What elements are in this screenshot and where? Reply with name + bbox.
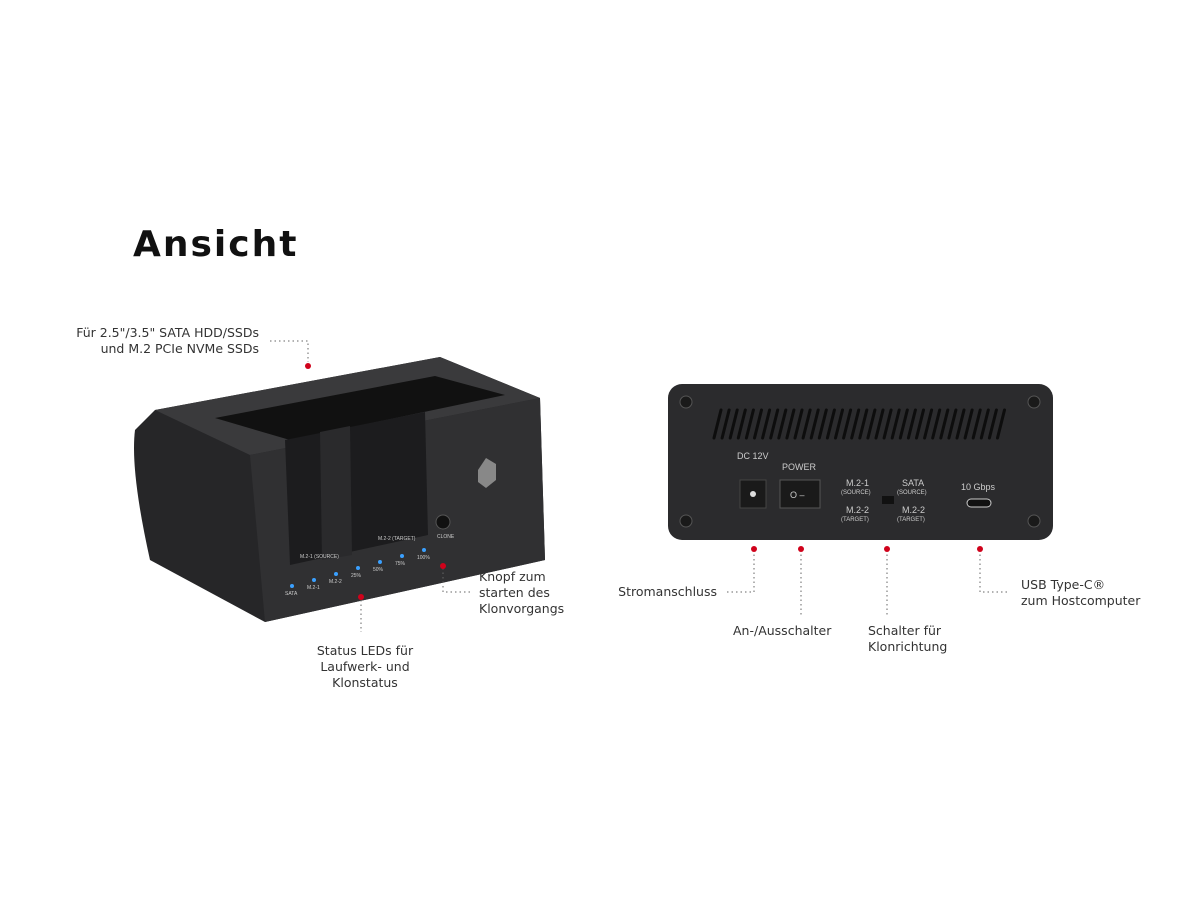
callout-dot (798, 546, 804, 552)
callout-leds: Status LEDs für Laufwerk- und Klonstatus (316, 643, 414, 690)
clone-button-label: CLONE (437, 534, 455, 540)
vent-slot (817, 408, 828, 440)
callout-usb: USB Type-C® zum Hostcomputer (1021, 577, 1141, 608)
vent-slot (736, 408, 747, 440)
callout-power-switch: An-/Ausschalter (733, 623, 832, 638)
status-led (378, 560, 382, 564)
callout-dot (305, 363, 311, 369)
vent-slot (858, 408, 869, 440)
status-led (334, 572, 338, 576)
vent-slot (842, 408, 853, 440)
vent-slot (793, 408, 804, 440)
vent-slot (712, 408, 723, 440)
callout-dot (977, 546, 983, 552)
vent-slot (882, 408, 893, 440)
vent-slot (834, 408, 844, 440)
vent-slot (785, 408, 796, 440)
callout-dot (358, 594, 364, 600)
dc-label: DC 12V (737, 451, 769, 461)
vent-slot (753, 408, 763, 440)
callout-clone-button: Knopf zum starten des Klonvorgangs (479, 569, 565, 616)
switch-left-top-sub: (SOURCE) (841, 490, 871, 496)
callout-dot (440, 563, 446, 569)
svg-text:O –: O – (790, 490, 805, 500)
vent-slot (898, 408, 909, 440)
callout-dot (751, 546, 757, 552)
vent-slot (923, 408, 934, 440)
vent-slot (987, 408, 998, 440)
vent-slot (850, 408, 861, 440)
status-led (312, 578, 316, 582)
vent-slot (825, 408, 836, 440)
switch-left-bottom-sub: (TARGET) (841, 517, 869, 523)
status-led (290, 584, 294, 588)
vent-slot (931, 408, 942, 440)
vent-slot (963, 408, 974, 440)
switch-right-bottom: M.2-2 (902, 505, 925, 515)
power-label: POWER (782, 462, 817, 472)
page-title: Ansicht (133, 224, 299, 265)
vent-slot (906, 408, 917, 440)
switch-left-top: M.2-1 (846, 478, 869, 488)
led-label: M.2-1 (307, 585, 320, 591)
callout-direction-switch: Schalter für Klonrichtung (868, 623, 948, 654)
dc-power-port[interactable] (739, 479, 767, 509)
usb-speed-label: 10 Gbps (961, 482, 996, 492)
slot-label-target: M.2-2 (TARGET) (378, 536, 416, 542)
status-led (422, 548, 426, 552)
vent-slot (955, 408, 966, 440)
led-label: M.2-2 (329, 579, 342, 585)
led-label: 100% (417, 555, 430, 561)
vent-slot (939, 408, 950, 440)
vent-slot (728, 408, 739, 440)
status-led (356, 566, 360, 570)
vent-slot (801, 408, 812, 440)
vent-slot (769, 408, 780, 440)
usb-c-port[interactable] (966, 498, 992, 508)
led-label: SATA (285, 591, 298, 597)
vent-slot (874, 408, 885, 440)
slot-label-source: M.2-1 (SOURCE) (300, 554, 339, 560)
callout-dot (884, 546, 890, 552)
callout-power-port: Stromanschluss (618, 584, 717, 599)
vent-slot (996, 408, 1006, 440)
vent-slot (720, 408, 731, 440)
led-label: 75% (395, 561, 406, 567)
callout-slots: Für 2.5"/3.5" SATA HDD/SSDs und M.2 PCIe… (76, 325, 259, 356)
vent-slot (890, 408, 901, 440)
power-switch[interactable] (779, 479, 821, 509)
clone-direction-switch[interactable] (882, 496, 894, 504)
vent-slot (744, 408, 755, 440)
switch-right-top-sub: (SOURCE) (897, 490, 927, 496)
vent-slot (866, 408, 877, 440)
status-led (400, 554, 404, 558)
vent-slot (809, 408, 820, 440)
led-label: 25% (351, 573, 362, 579)
vent-slot (761, 408, 772, 440)
switch-left-bottom: M.2-2 (846, 505, 869, 515)
vent-slot (979, 408, 990, 440)
switch-right-bottom-sub: (TARGET) (897, 517, 925, 523)
led-label: 50% (373, 567, 384, 573)
vent-slot (915, 408, 925, 440)
rear-panel: DC 12V POWER O – M.2-1 (SOURCE) M.2-2 (T… (668, 384, 1053, 540)
switch-right-top: SATA (902, 478, 924, 488)
vent-slot (947, 408, 958, 440)
vent-slot (777, 408, 788, 440)
vent-slot (971, 408, 982, 440)
front-docking-station: CLONE M.2-1 (SOURCE) M.2-2 (TARGET) SATA… (134, 357, 545, 622)
